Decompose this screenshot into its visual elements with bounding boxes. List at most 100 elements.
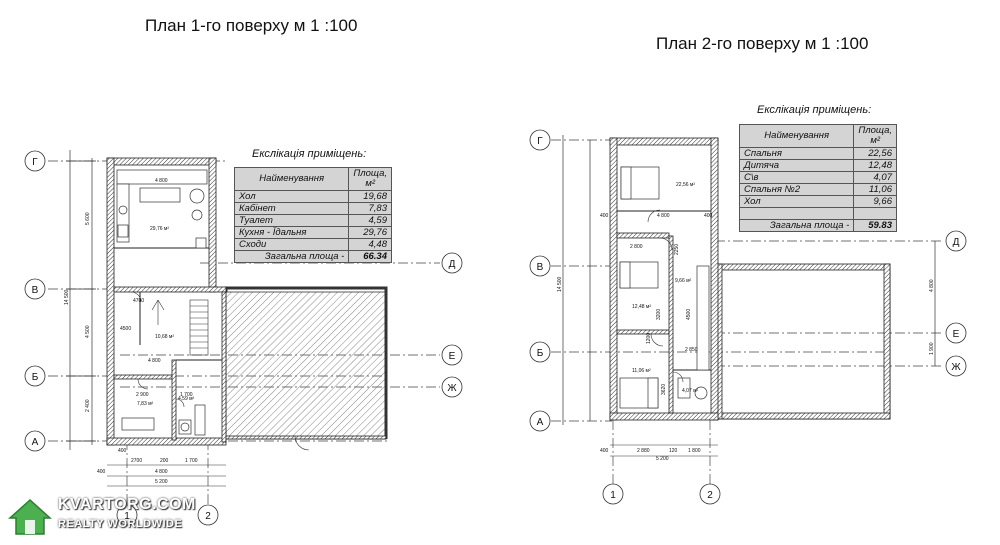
table-row [738, 207, 897, 220]
dim2-4500: 4500 [686, 309, 692, 320]
room-area-hall2: 9,66 м² [675, 278, 692, 284]
axis-label-1-floor2: 1 [610, 490, 616, 501]
room-name: Кухня - Їдальня [233, 226, 350, 239]
room-area-hall: 10,68 м² [155, 334, 174, 340]
dim-stair2: 4500 [120, 326, 131, 332]
watermark-line1: KVARTORG.COM [58, 496, 196, 513]
dim2-400: 400 [600, 213, 609, 219]
dim-400: 400 [97, 469, 106, 475]
dim-200: 200 [160, 458, 169, 464]
dim-left-mid: 4 500 [85, 325, 91, 338]
dim2-3620: 3620 [661, 384, 667, 395]
dim2-1900: 1 900 [929, 342, 935, 355]
axis-label-a2: А [537, 417, 544, 428]
room-name: Кабінет [233, 202, 350, 215]
total-label: Загальна площа - [233, 250, 350, 263]
room-area-bath: 4,07 м² [682, 388, 699, 394]
dim-left-total: 14 500 [64, 289, 70, 305]
column-header-name: Найменування [738, 124, 855, 148]
room-area: 12,48 [853, 159, 897, 172]
room-area-kitchen: 29,76 м² [150, 226, 169, 232]
room-area: 29,76 [348, 226, 392, 239]
watermark-logo: KVARTORG.COM REALTY WORLDWIDE [8, 494, 198, 540]
room-area: 19,68 [348, 190, 392, 203]
dim2-120: 120 [669, 448, 678, 454]
dim-stair: 4700 [133, 298, 144, 304]
column-header-name: Найменування [233, 167, 350, 191]
table-total-row: Загальна площа -59.83 [738, 219, 897, 232]
axis-label-a1: А [32, 437, 39, 448]
dim-wc: 1 700 [180, 392, 193, 398]
room-area: 4,07 [853, 171, 897, 184]
room-name: Спальня №2 [738, 183, 855, 196]
dim2-4800: 4 800 [657, 213, 670, 219]
room-area: 7,83 [348, 202, 392, 215]
house-icon [8, 498, 52, 535]
table-header-row: Найменування Площа, м² [738, 124, 897, 148]
dim2-5200: 5 200 [656, 456, 669, 462]
axis-label-2-floor2: 2 [707, 490, 713, 501]
room-area-cabinet: 7,83 м² [137, 401, 154, 407]
dim-400-bottom: 400 [118, 448, 127, 454]
dim2-3200: 3200 [656, 309, 662, 320]
room-area: 4,59 [348, 214, 392, 227]
axis-label-b1: Б [32, 372, 39, 383]
floor2-plan [551, 135, 944, 485]
floor2-title: План 2-го поверху м 1 :100 [656, 34, 869, 53]
column-header-area: Площа, м² [348, 167, 392, 191]
table-header-row: Найменування Площа, м² [233, 167, 392, 191]
watermark-line2: REALTY WORLDWIDE [58, 518, 183, 530]
axis-label-b2: Б [537, 348, 544, 359]
dim-left-bottom: 2 400 [85, 399, 91, 412]
room-name [738, 207, 855, 220]
dim-1700: 1 700 [185, 458, 198, 464]
room-name: Туалет [233, 214, 350, 227]
dim-4800: 4 800 [155, 469, 168, 475]
axis-label-v1: В [32, 285, 39, 296]
floor1-title: План 1-го поверху м 1 :100 [145, 16, 358, 35]
table-total-row: Загальна площа -66.34 [233, 250, 392, 263]
axis-label-e2: Е [953, 329, 960, 340]
room-name: Хол [738, 195, 855, 208]
dim-left-top: 5 600 [85, 212, 91, 225]
dim2-400c: 400 [600, 448, 609, 454]
dim2-4800-right: 4 800 [929, 279, 935, 292]
floor1-explication-title: Екслікація приміщень: [252, 148, 367, 160]
room-area-bedroom2: 11,06 м² [632, 368, 651, 374]
dim-hall-inner: 4 800 [148, 358, 161, 364]
room-name: Сходи [233, 238, 350, 251]
dim2-1200: 1200 [646, 333, 652, 344]
axis-label-v2: В [537, 262, 544, 273]
room-area: 22,56 [853, 147, 897, 160]
room-name: С\в [738, 171, 855, 184]
axis-label-g2: Г [537, 136, 543, 147]
floor1-plan [48, 150, 440, 505]
dim2-2880: 2 880 [637, 448, 650, 454]
dim2-400b: 400 [704, 213, 713, 219]
total-area: 59.83 [853, 219, 897, 232]
floor2-explication-title: Екслікація приміщень: [757, 104, 872, 116]
room-name: Хол [233, 190, 350, 203]
dim2-2800: 2 800 [630, 244, 643, 250]
axis-label-e1: Е [449, 351, 456, 362]
dim2-2250: 2250 [674, 244, 680, 255]
room-area: 9,66 [853, 195, 897, 208]
room-area-kids: 12,48 м² [632, 304, 651, 310]
total-label: Загальна площа - [738, 219, 855, 232]
room-name: Дитяча [738, 159, 855, 172]
dim2-14500: 14 500 [557, 276, 563, 292]
total-area: 66.34 [348, 250, 392, 263]
room-area [853, 207, 897, 220]
room-area: 4,48 [348, 238, 392, 251]
